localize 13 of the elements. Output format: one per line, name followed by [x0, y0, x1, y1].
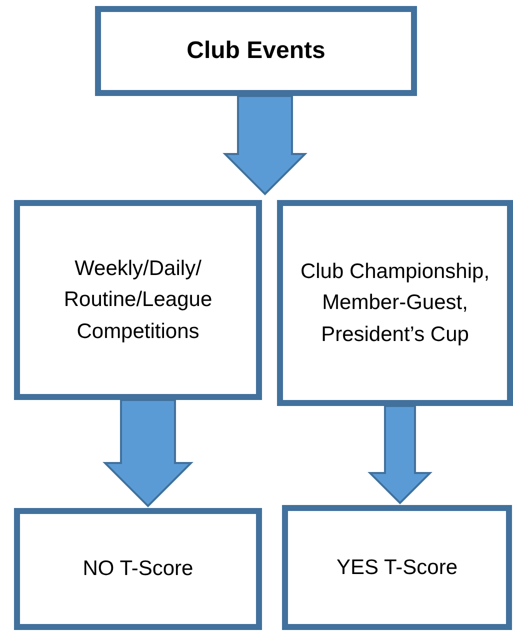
- box-text: NO T-Score: [82, 556, 194, 582]
- process-box: [282, 505, 512, 630]
- process-box: [14, 508, 262, 630]
- process-box: [14, 200, 262, 400]
- process-box: [95, 6, 417, 96]
- block-arrow: [222, 95, 308, 196]
- box-text: Weekly/Daily/ Routine/League Competitions: [62, 256, 214, 345]
- box-text: YES T-Score: [336, 554, 458, 581]
- box-text: Club Championship, Member-Guest, President’s Cup: [299, 258, 491, 348]
- process-box: [277, 200, 513, 406]
- block-arrow: [102, 399, 194, 508]
- box-title: Club Events: [186, 36, 326, 66]
- block-arrow: [368, 405, 432, 504]
